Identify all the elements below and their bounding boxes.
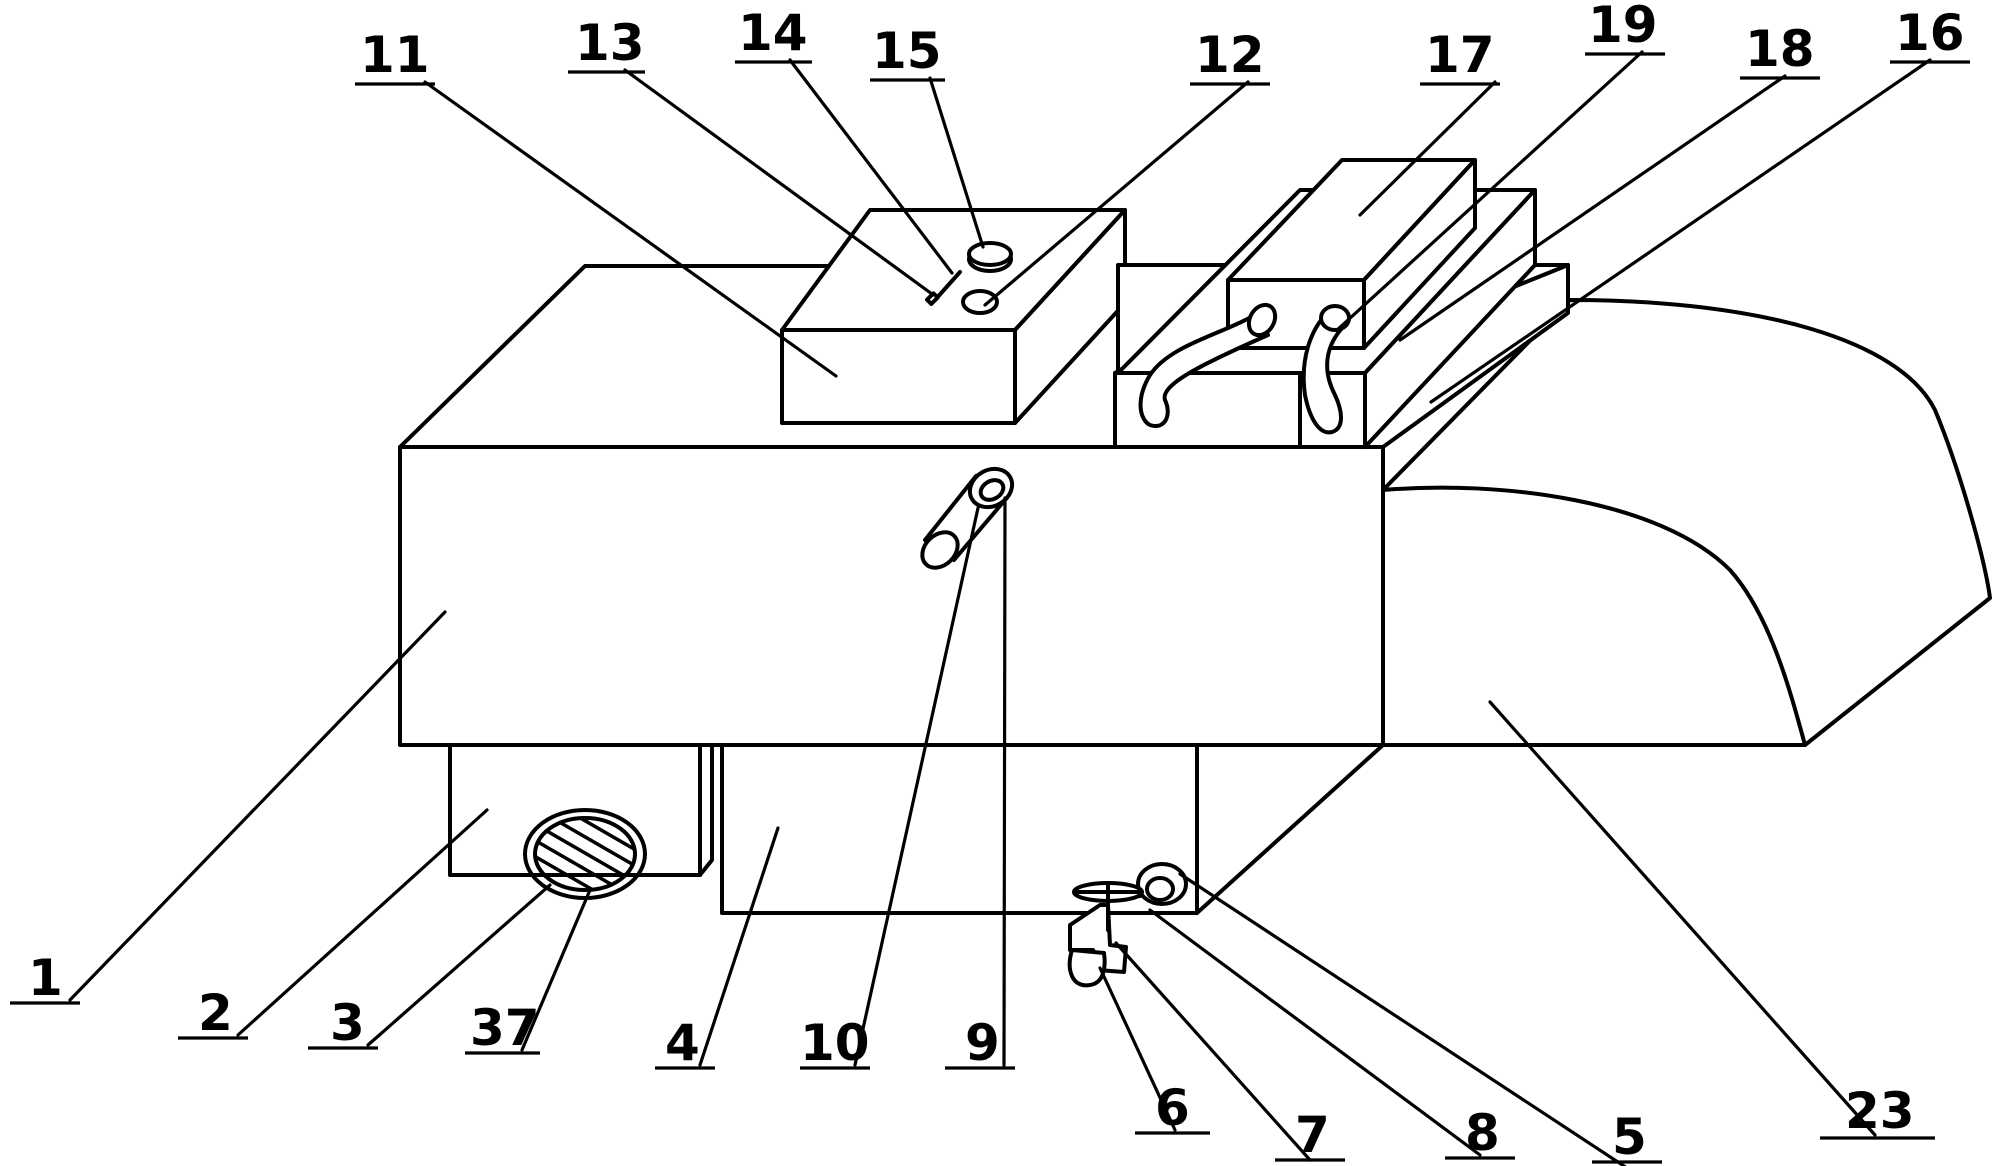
label-8: 8 (1465, 1104, 1500, 1162)
inlet-pipe (920, 466, 1015, 570)
flexible-hose-left (1138, 302, 1278, 428)
label-10: 10 (800, 1014, 870, 1072)
label-5: 5 (1612, 1108, 1647, 1166)
label-17: 17 (1425, 26, 1495, 84)
leader-lines (68, 50, 1932, 1166)
reference-labels: 1 2 3 37 4 10 9 6 7 8 5 23 11 13 14 15 1 (10, 0, 1970, 1166)
outlet-pipe (1136, 862, 1188, 906)
label-1: 1 (28, 949, 63, 1007)
label-23: 23 (1845, 1082, 1915, 1140)
label-2: 2 (198, 984, 233, 1042)
label-37: 37 (470, 999, 540, 1057)
label-15: 15 (872, 22, 942, 80)
filter-screen (523, 808, 647, 900)
drain-valve (1067, 881, 1144, 988)
label-7: 7 (1295, 1106, 1330, 1164)
control-box (780, 208, 1127, 425)
hood-hopper (1381, 298, 1992, 747)
label-11: 11 (360, 26, 430, 84)
label-19: 19 (1588, 0, 1658, 54)
label-3: 3 (330, 994, 365, 1052)
label-12: 12 (1195, 26, 1265, 84)
label-14: 14 (738, 4, 808, 62)
label-6: 6 (1155, 1079, 1190, 1137)
label-4: 4 (665, 1014, 700, 1072)
label-16: 16 (1895, 4, 1965, 62)
label-18: 18 (1745, 20, 1815, 78)
support-edge (1195, 743, 1385, 915)
label-9: 9 (965, 1014, 1000, 1072)
label-13: 13 (575, 14, 645, 72)
flexible-hose-right (1301, 304, 1351, 435)
